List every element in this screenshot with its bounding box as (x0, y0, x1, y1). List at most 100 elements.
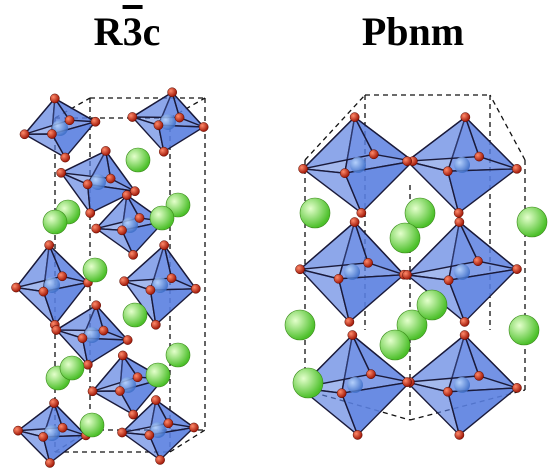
r3c-oxygen-atom (38, 286, 49, 297)
r3c-structure (11, 87, 209, 468)
r3c-oxygen-atom (100, 146, 111, 156)
title-r3c-3bar: 3 (122, 9, 143, 54)
r3c-octahedron-face (86, 183, 136, 214)
pbnm-oxygen-atom (349, 217, 360, 227)
pbnm-b-site-atom (454, 157, 470, 173)
r3c-octahedron-face (23, 97, 71, 135)
r3c-oxygen-atom (163, 418, 174, 429)
r3c-octahedron-face (91, 354, 139, 392)
r3c-a-site-atom (165, 342, 191, 368)
r3c-oxygen-atom (87, 386, 98, 397)
pbnm-b-site-atom (454, 377, 470, 393)
pbnm-oxygen-atom (352, 430, 363, 440)
r3c-octahedron-face (119, 378, 165, 416)
r3c-oxygen-atom (38, 432, 49, 442)
title-r3c: R3c (72, 12, 182, 52)
r3c-octahedron-face (55, 304, 105, 332)
pbnm-oxygen-atom (512, 383, 522, 393)
pbnm-a-site-atom (299, 197, 331, 229)
r3c-octahedron-face (42, 281, 89, 326)
title-r3c-r: R (93, 9, 123, 54)
pbnm-oxygen-atom (474, 151, 484, 162)
r3c-b-site-atom (90, 174, 106, 190)
r3c-oxygen-atom (44, 240, 55, 250)
pbnm-oxygen-atom (349, 112, 360, 122)
r3c-oxygen-atom (128, 249, 138, 260)
r3c-oxygen-atom (57, 271, 68, 282)
r3c-octahedron (23, 97, 97, 159)
pbnm-structure (284, 94, 548, 440)
pbnm-oxygen-atom (368, 149, 379, 160)
r3c-oxygen-atom (82, 359, 93, 370)
r3c-a-site-atom (149, 205, 175, 231)
pbnm-oxygen-atom (356, 208, 367, 218)
pbnm-oxygen-atom (402, 377, 412, 387)
r3c-octahedron-face (42, 434, 87, 464)
r3c-a-site-atom (122, 302, 148, 328)
r3c-oxygen-atom (82, 179, 93, 190)
pbnm-octahedron-face (337, 274, 405, 323)
pbnm-a-site-atom (508, 314, 540, 346)
r3c-oxygen-atom (122, 335, 133, 345)
r3c-atoms (11, 87, 209, 468)
r3c-oxygen-atom (122, 190, 132, 201)
pbnm-atoms (284, 112, 548, 440)
pbnm-octahedron (302, 116, 414, 214)
pbnm-cell-line (489, 94, 526, 161)
pbnm-oxygen-atom (512, 264, 522, 274)
r3c-oxygen-atom (60, 152, 71, 163)
r3c-a-site-atom (125, 147, 151, 173)
pbnm-b-site-atom (347, 377, 363, 393)
pbnm-b-site-atom (344, 264, 360, 280)
pbnm-a-site-atom (396, 309, 428, 341)
r3c-oxygen-atom (117, 225, 127, 236)
r3c-oxygen-atom (127, 112, 138, 122)
pbnm-oxygen-atom (473, 256, 483, 267)
r3c-oxygen-atom (13, 425, 23, 436)
pbnm-a-site-atom (516, 206, 548, 238)
r3c-oxygen-atom (77, 333, 88, 344)
pbnm-a-site-atom (284, 309, 316, 341)
r3c-b-site-atom (152, 277, 168, 293)
r3c-octahedron (55, 304, 129, 366)
r3c-oxygen-atom (134, 213, 145, 223)
pbnm-octahedron-face (406, 334, 480, 383)
r3c-oxygen-atom (189, 422, 199, 433)
r3c-octahedron (131, 91, 205, 153)
r3c-oxygen-atom (105, 173, 116, 184)
r3c-oxygen-atom (128, 409, 139, 420)
r3c-oxygen-atom (132, 372, 143, 383)
pbnm-oxygen-atom (366, 369, 376, 380)
r3c-oxygen-atom (190, 283, 201, 294)
pbnm-octahedron-face (302, 116, 375, 170)
pbnm-a-site-atom (292, 367, 324, 399)
r3c-oxygen-atom (115, 386, 125, 396)
r3c-octahedron-face (17, 402, 64, 432)
title-pbnm: Pbnm (361, 9, 465, 54)
pbnm-oxygen-atom (512, 163, 522, 174)
r3c-oxygen-atom (198, 122, 209, 132)
pbnm-oxygen-atom (460, 112, 471, 122)
r3c-octahedron-face (131, 91, 181, 119)
pbnm-b-site-atom (454, 264, 470, 280)
pbnm-oxygen-atom (298, 163, 308, 174)
pbnm-octahedron-face (447, 387, 518, 436)
r3c-oxygen-atom (119, 276, 130, 287)
r3c-octahedron-face (60, 150, 112, 180)
r3c-oxygen-atom (155, 455, 165, 465)
r3c-oxygen-atom (45, 458, 55, 468)
pbnm-oxygen-atom (443, 275, 454, 286)
r3c-oxygen-atom (19, 129, 30, 140)
r3c-oxygen-atom (56, 167, 66, 178)
pbnm-octahedron-face (299, 221, 369, 270)
pbnm-oxygen-atom (454, 430, 465, 440)
pbnm-oxygen-atom (454, 217, 465, 227)
r3c-octahedron-face (81, 337, 129, 366)
r3c-a-site-atom (82, 257, 108, 283)
r3c-oxygen-atom (117, 350, 128, 361)
r3c-cell-line (169, 429, 206, 453)
pbnm-octahedron-face (447, 168, 518, 214)
r3c-oxygen-atom (153, 120, 164, 131)
pbnm-oxygen-atom (339, 168, 350, 178)
